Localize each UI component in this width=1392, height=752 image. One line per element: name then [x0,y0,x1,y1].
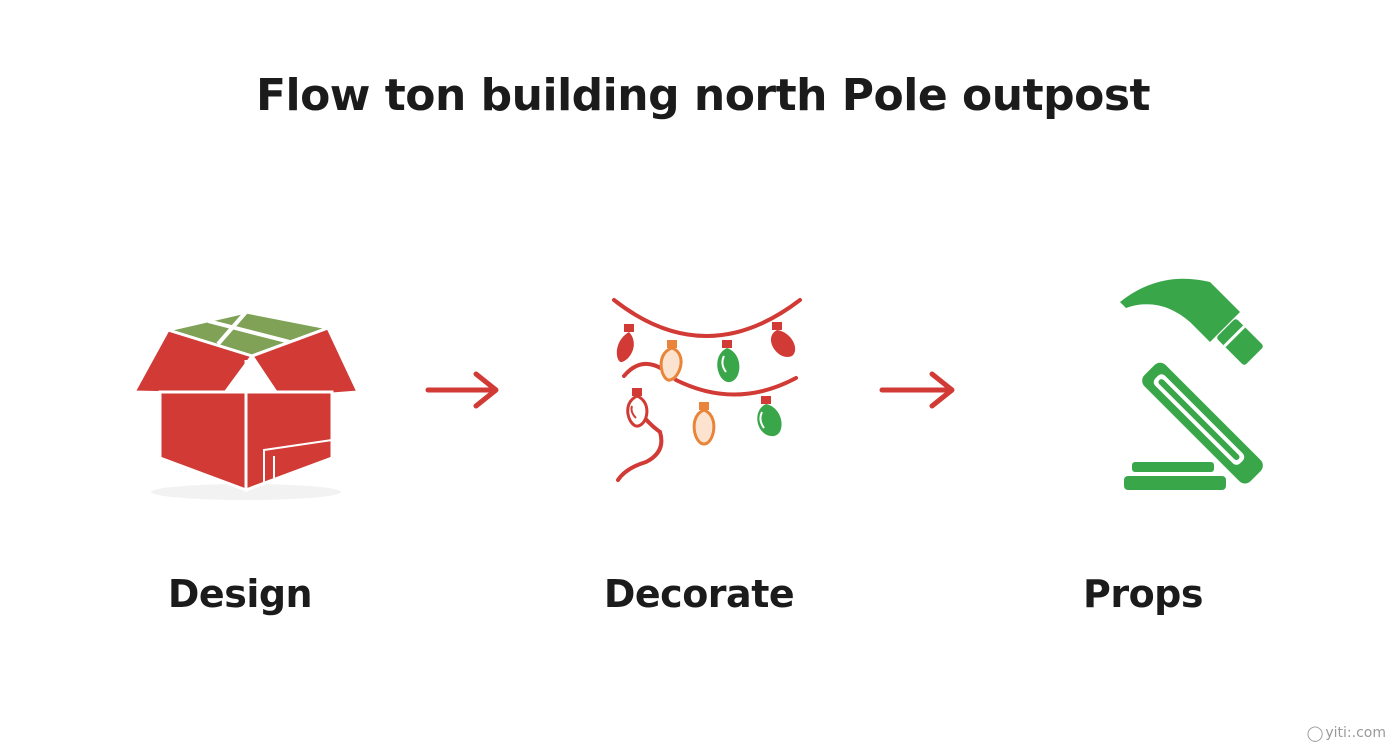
watermark: ◯ yiti​:.com [1307,724,1386,742]
lock-icon: ◯ [1306,724,1324,742]
arrow-right-icon [879,371,955,409]
hammer-icon [1120,278,1263,490]
diagram-title: Flow ton building north Pole outpost [255,70,1151,121]
step-label-decorate: Decorate [603,572,795,616]
string-lights-icon [612,298,802,482]
step-label-props: Props [1082,572,1204,616]
arrow-right-icon [425,371,499,409]
step-label-design: Design [167,572,313,616]
box-icon [131,310,361,500]
watermark-text: yiti​:.com [1325,725,1386,741]
